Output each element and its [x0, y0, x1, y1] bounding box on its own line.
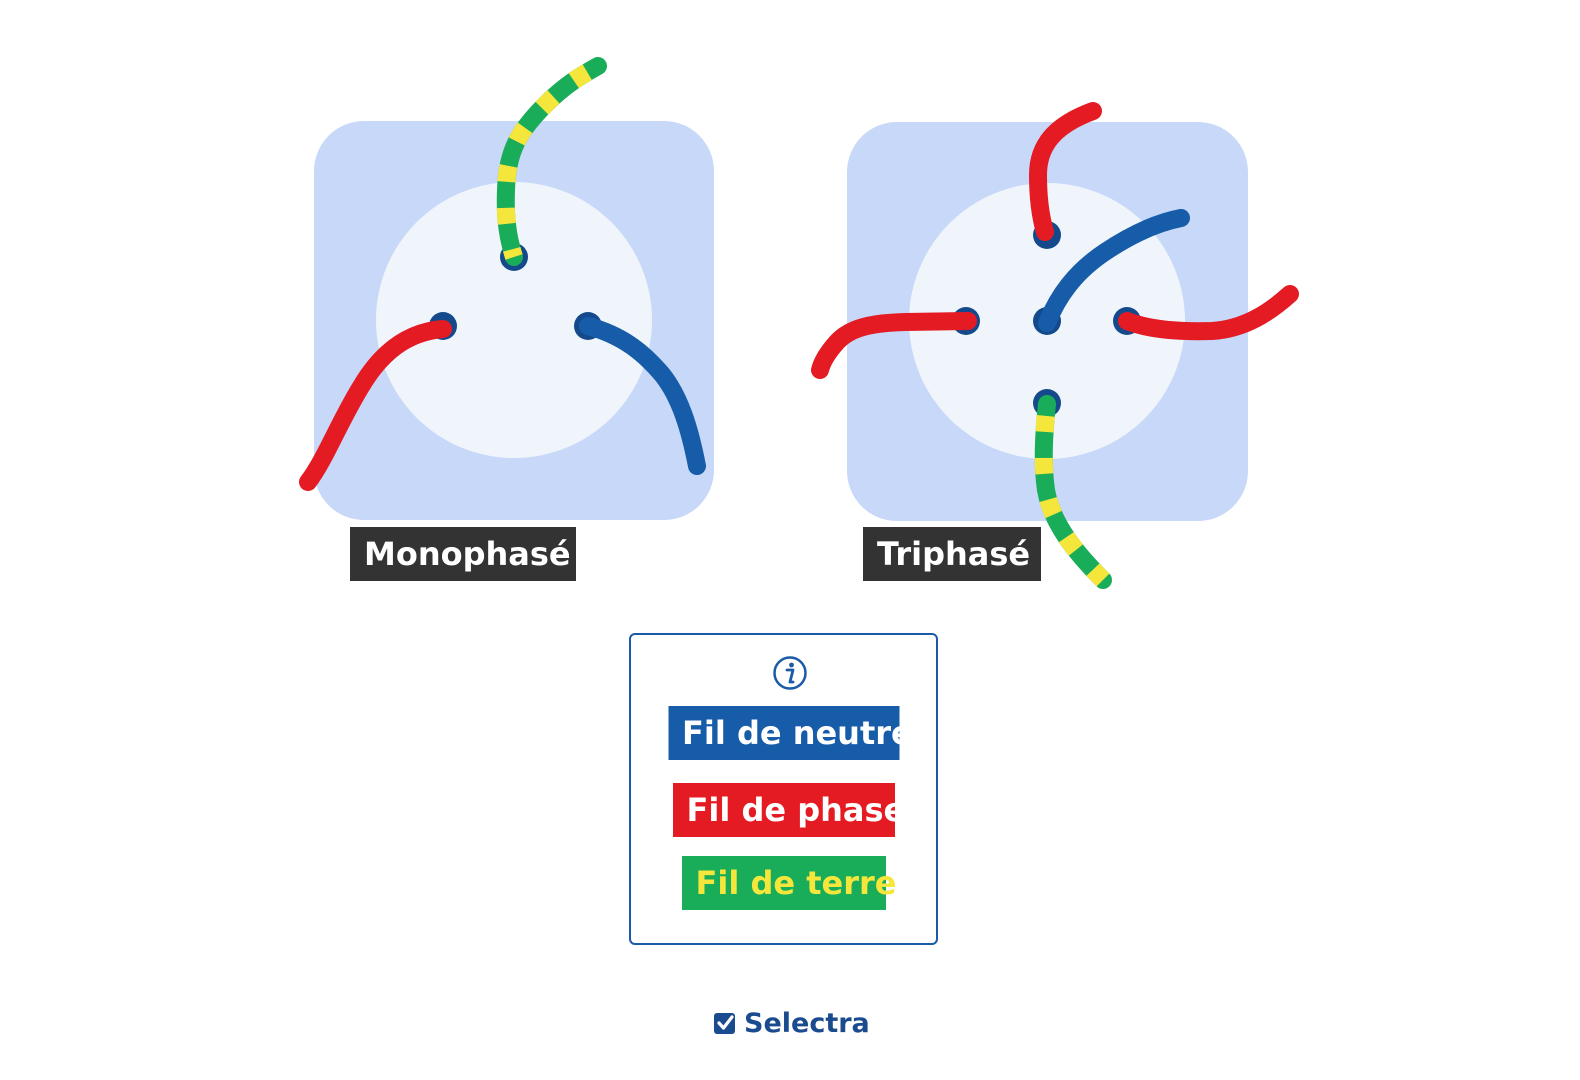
selectra-logo: Selectra — [712, 1006, 870, 1040]
monophase-label: Monophasé — [350, 527, 576, 581]
triphase-earth-wire — [1034, 395, 1112, 589]
brand-name: Selectra — [744, 1007, 870, 1039]
monophase-socket — [299, 57, 714, 520]
monophase-face — [376, 182, 652, 458]
triphase-phase-wire-top — [1028, 102, 1102, 241]
monophase-phase-wire — [299, 320, 452, 491]
triphase-socket — [811, 102, 1299, 589]
triphase-neutral-wire — [1038, 209, 1190, 332]
legend-earth: Fil de terre — [681, 856, 896, 910]
info-icon — [773, 656, 807, 690]
monophase-neutral-wire — [579, 317, 706, 475]
checkbox-icon — [714, 1013, 735, 1034]
legend-phase: Fil de phase — [672, 783, 905, 837]
triphase-phase-wire-left — [811, 312, 977, 379]
triphase-label: Triphasé — [863, 527, 1041, 581]
legend-box: Fil de neutre Fil de phase Fil de terre — [629, 633, 938, 945]
legend-neutral: Fil de neutre — [668, 706, 913, 760]
triphase-phase-wire-right — [1118, 285, 1299, 341]
monophase-earth-wire — [496, 57, 607, 266]
